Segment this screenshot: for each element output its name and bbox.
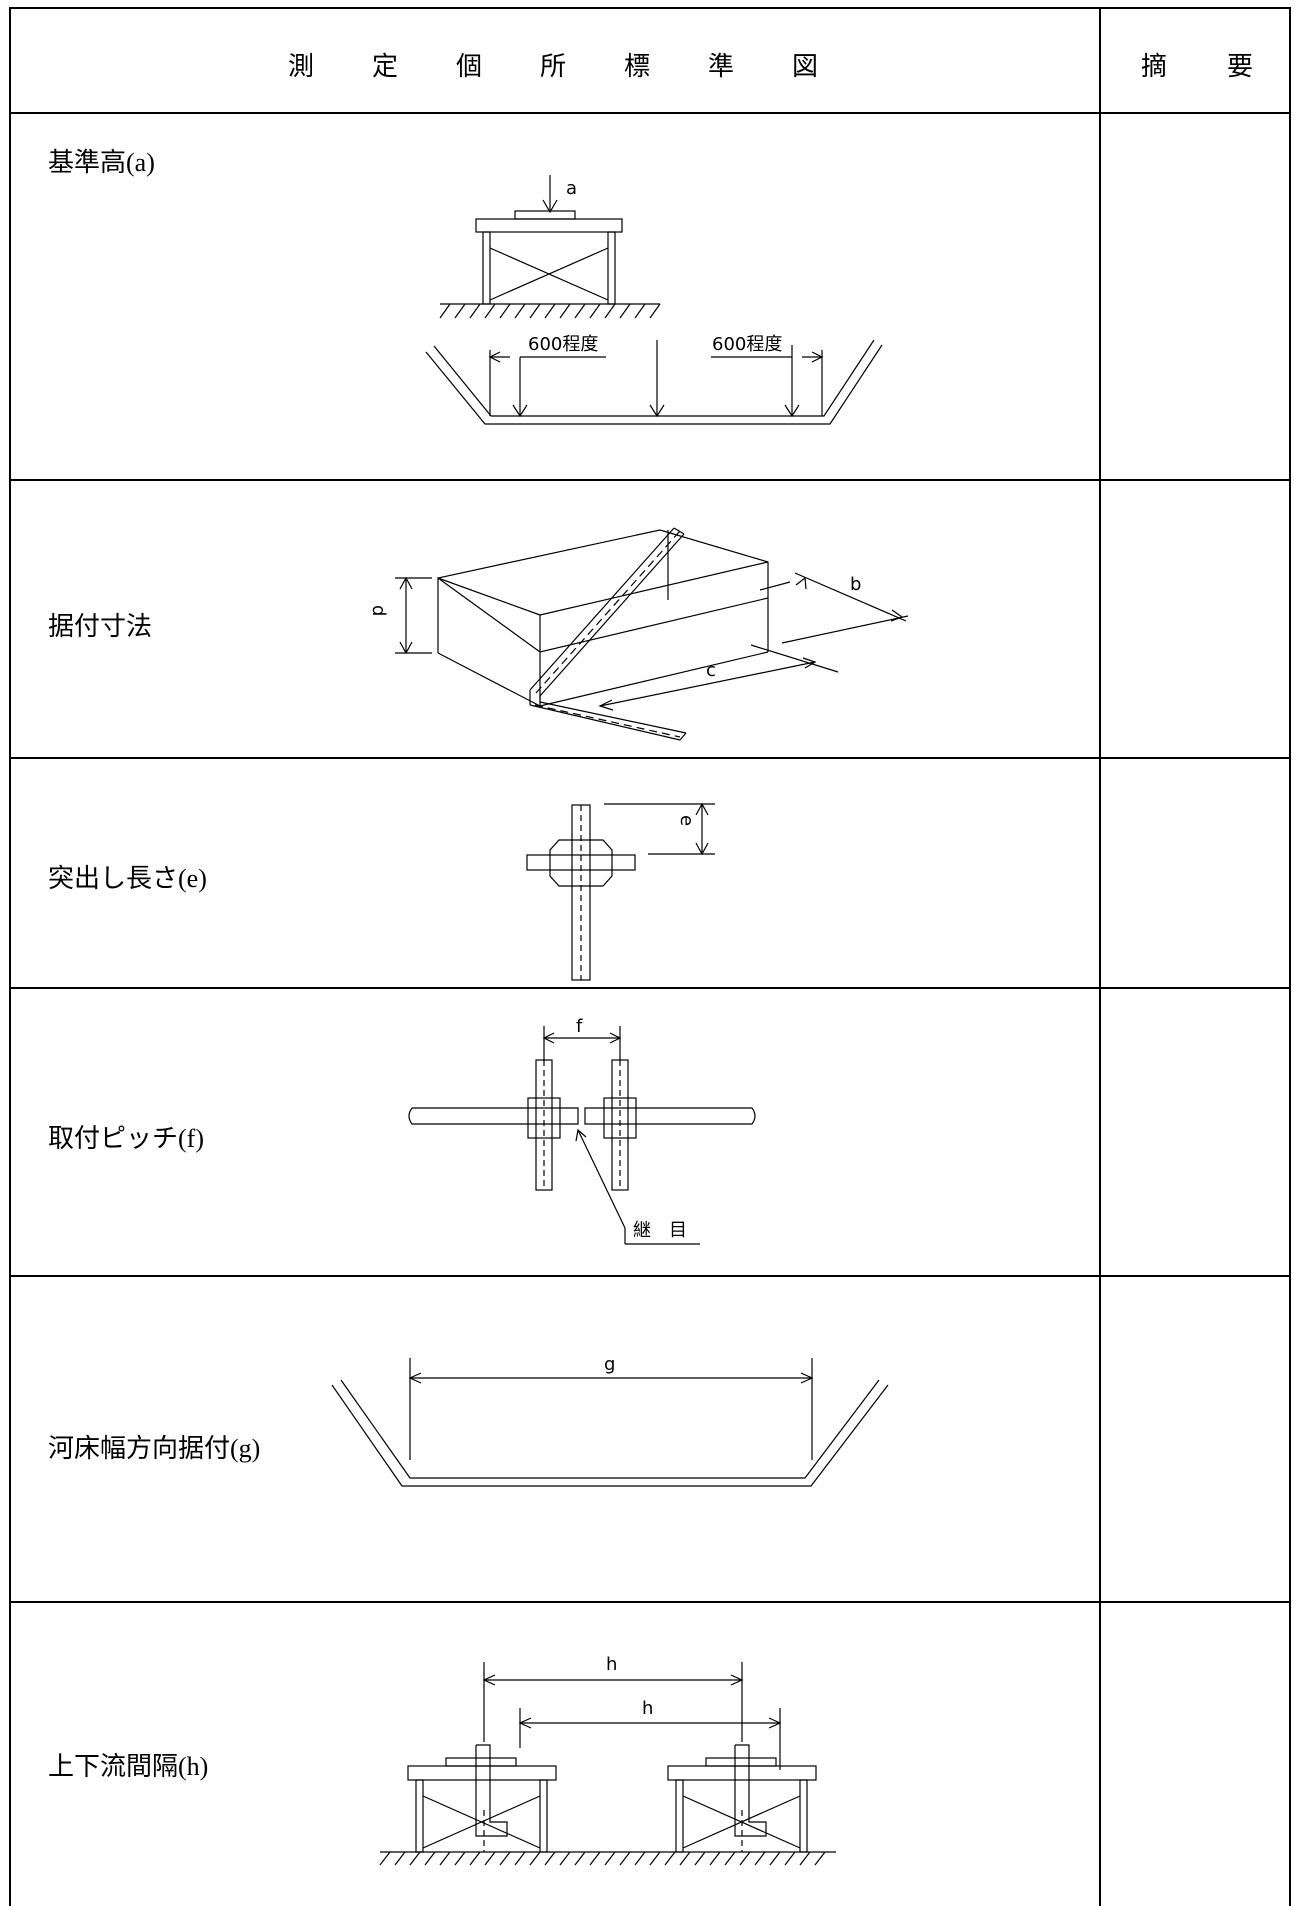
diagram-mounting-pitch: f 継 目 (408, 1016, 756, 1245)
diagram-up-downstream-spacing: h h (379, 1654, 836, 1866)
diagram-installation-dimension: d b c (368, 527, 909, 741)
label-h-lower: h (642, 1698, 653, 1719)
label-b: b (850, 574, 861, 595)
label-g: g (604, 1354, 615, 1375)
label-joint: 継 目 (633, 1220, 687, 1241)
diagram-protrusion-length: e (526, 802, 715, 981)
row-label-protrusion-length: 突出し長さ(e) (48, 864, 207, 893)
label-e: e (676, 815, 697, 826)
label-d: d (368, 605, 389, 616)
header-title-char: 図 (792, 52, 819, 81)
row-label-mounting-pitch: 取付ピッチ(f) (48, 1124, 204, 1153)
row-label-installation-dimension: 据付寸法 (48, 612, 153, 641)
row-label-up-downstream-spacing: 上下流間隔(h) (48, 1752, 209, 1781)
diagram-reference-height: a 600程度 600程度 (425, 175, 883, 425)
header-title-char: 定 (372, 52, 399, 81)
label-a: a (566, 178, 577, 199)
header-remarks-char: 要 (1227, 52, 1254, 81)
header-title-char: 測 (288, 52, 315, 81)
label-600-left: 600程度 (528, 334, 598, 355)
header-title-char: 個 (456, 52, 483, 81)
label-h-upper: h (606, 1654, 617, 1675)
label-f: f (576, 1016, 583, 1037)
label-600-right: 600程度 (712, 334, 782, 355)
header-title-char: 所 (540, 52, 567, 81)
row-label-reference-height: 基準高(a) (48, 148, 155, 177)
diagram-riverbed-width: g (331, 1354, 889, 1487)
header-title-char: 準 (708, 52, 735, 81)
header-title-char: 標 (624, 52, 651, 81)
header-remarks-char: 摘 (1141, 52, 1168, 81)
row-label-riverbed-width: 河床幅方向据付(g) (48, 1434, 261, 1463)
label-c: c (706, 660, 716, 681)
